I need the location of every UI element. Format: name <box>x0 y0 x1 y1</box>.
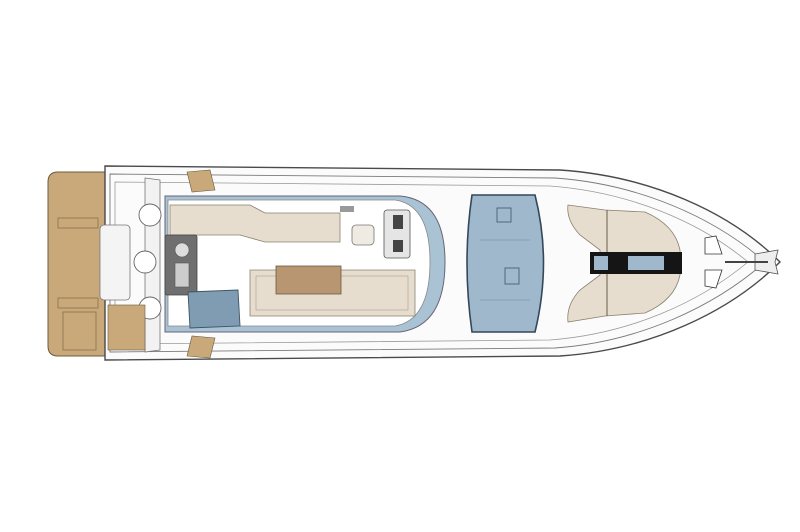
swim-platform <box>47 171 109 357</box>
windshield-part <box>466 194 545 333</box>
steps-starboard <box>186 169 216 193</box>
swim-platform-part <box>57 297 99 309</box>
hatch-glass <box>628 256 664 270</box>
display-screen <box>393 215 403 229</box>
aft-cockpit <box>99 169 216 359</box>
swim-platform-part <box>47 171 109 357</box>
anchor-locker-hatch <box>704 235 723 255</box>
instrument-panel <box>340 206 354 212</box>
radar-dome <box>133 250 157 274</box>
hatch-glass <box>594 256 608 270</box>
swim-platform-part <box>57 217 99 229</box>
helm-console <box>383 209 411 259</box>
windshield <box>466 194 545 333</box>
windshield-part <box>504 267 520 285</box>
aft-cockpit-part <box>99 224 131 301</box>
windshield-part <box>496 207 512 223</box>
steps-port <box>186 335 216 359</box>
flybridge <box>164 195 446 333</box>
spa-pool <box>187 289 241 329</box>
teak-steps <box>107 304 146 351</box>
grill <box>174 262 190 288</box>
anchor-locker-hatch <box>704 269 723 289</box>
foredeck-sunpad <box>567 204 723 323</box>
sink-icon <box>174 242 190 258</box>
deck-light <box>138 203 162 227</box>
display-screen <box>393 240 403 252</box>
dining-table <box>275 265 342 295</box>
swim-platform-part <box>62 311 97 351</box>
helm-seat <box>351 224 375 246</box>
